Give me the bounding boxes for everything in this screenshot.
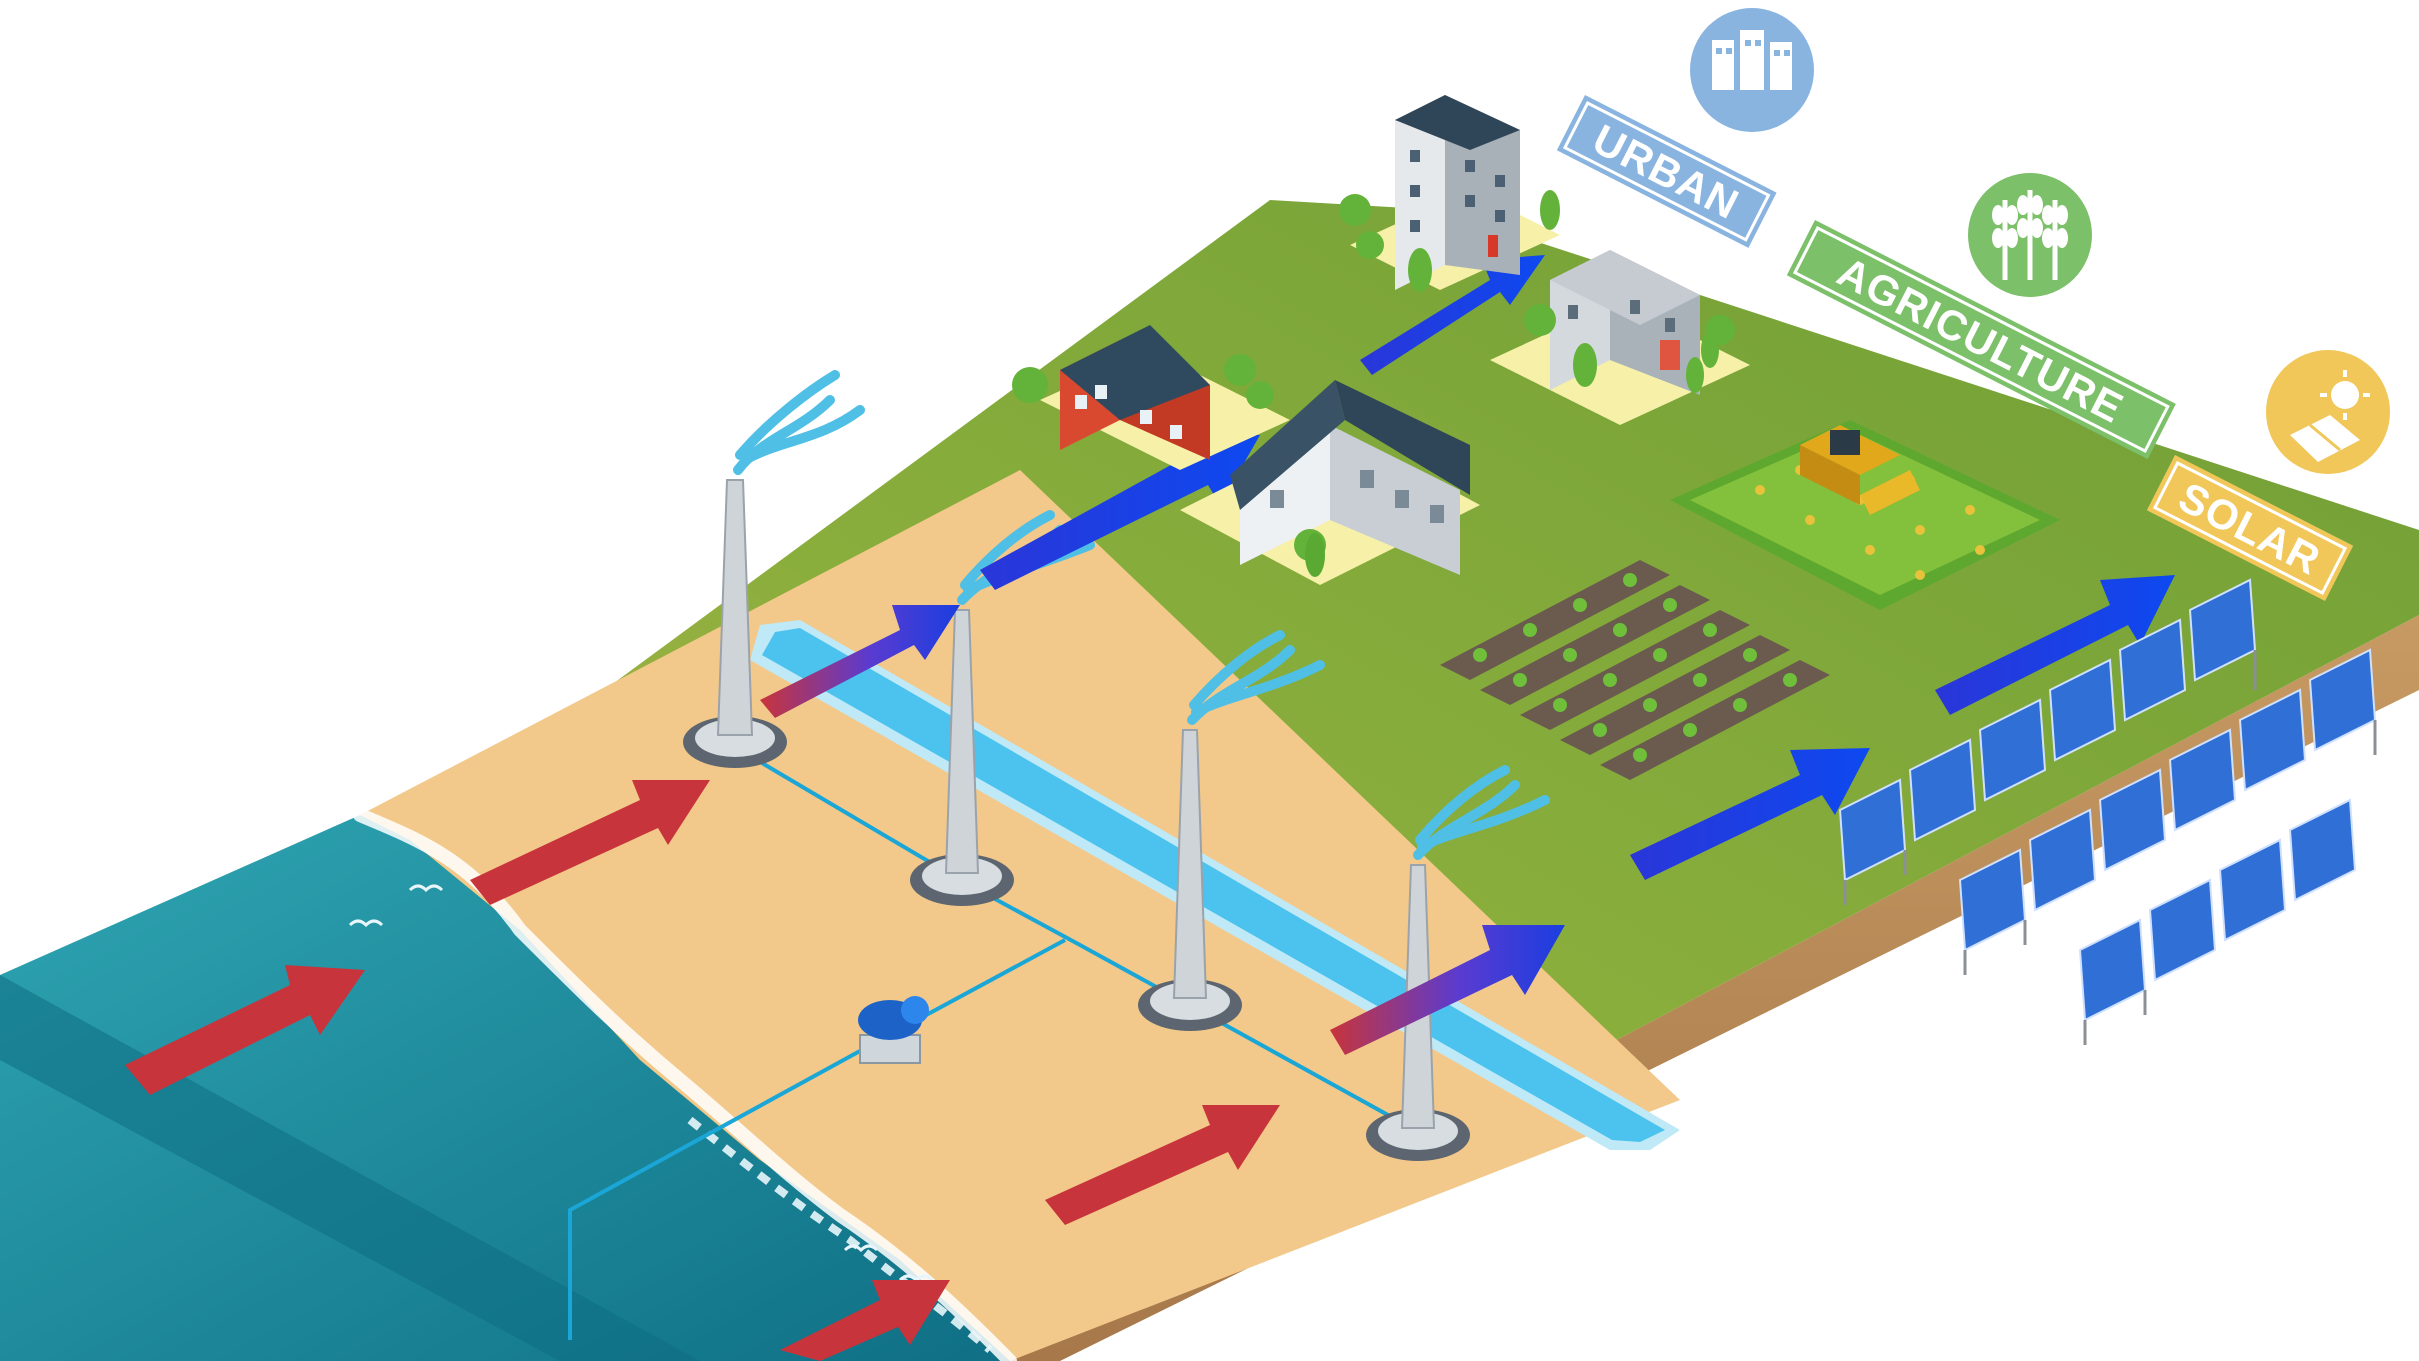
trees [1012, 190, 1735, 577]
cooled-air-arrows [760, 255, 2175, 1055]
vegetable-plots [1440, 560, 1830, 780]
warm-air-arrows [125, 780, 1280, 1361]
box-building [1550, 250, 1700, 395]
agriculture-area [1440, 420, 2060, 780]
intake-pipes [568, 748, 1416, 1340]
warm-air-arrow [470, 780, 710, 905]
surf-foam [687, 1116, 993, 1354]
cooled-air-arrow [760, 605, 960, 718]
urban-area [1012, 95, 1750, 585]
cooled-air-arrow [1330, 925, 1565, 1055]
cooled-air-arrow [1630, 748, 1870, 880]
seedlings [1473, 573, 1797, 762]
misting-towers [683, 370, 1550, 1161]
buildings-icon [1690, 8, 1814, 132]
apartment-building [1395, 95, 1520, 290]
harvester [1800, 425, 1920, 515]
sea [0, 815, 1010, 1361]
solar-panels [1838, 578, 2377, 1022]
shoreline-foam [353, 808, 1017, 1361]
warm-air-arrow [780, 1280, 950, 1361]
sun-panel-icon [2266, 350, 2390, 474]
cooled-air-arrow [980, 435, 1260, 590]
misting-tower [1138, 630, 1325, 1031]
urban-tag: URBAN [1556, 8, 1814, 248]
water-pump [858, 996, 929, 1064]
cooled-air-arrow [1360, 255, 1545, 375]
warm-air-arrow [1045, 1105, 1280, 1225]
warm-air-arrow [125, 965, 365, 1095]
wheat-icon [1968, 173, 2092, 297]
solar-tag: SOLAR [2146, 350, 2390, 602]
cooled-air-arrow [1935, 575, 2175, 715]
misting-tower [683, 370, 865, 768]
panel-posts [1843, 650, 2377, 1045]
red-house [1060, 325, 1210, 460]
misting-tower [910, 510, 1095, 906]
solar-farm [1838, 578, 2377, 1045]
canal [750, 620, 1680, 1150]
